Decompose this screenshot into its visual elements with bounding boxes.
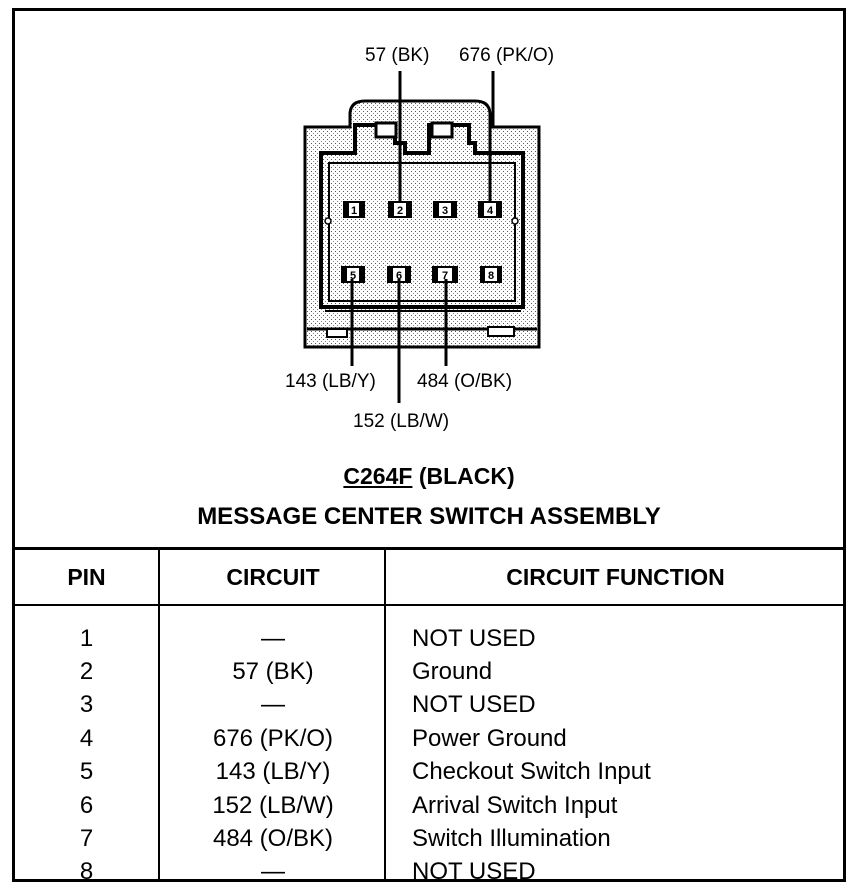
- pin-terminal-4: 4: [478, 201, 502, 218]
- connector-title: C264F (BLACK): [15, 463, 843, 490]
- pin-number: 2: [397, 205, 403, 217]
- wire-label-pin-7: 484 (O/BK): [417, 371, 513, 392]
- pin-terminal-3: 3: [433, 201, 457, 218]
- table-cell-pin: 4: [79, 725, 94, 752]
- table-cell-circuit: 57 (BK): [232, 658, 314, 685]
- pin-number: 6: [396, 270, 402, 282]
- pin-terminal-7: 7: [432, 266, 458, 283]
- pin-number: 7: [442, 270, 448, 282]
- circuit-header: CIRCUIT: [226, 564, 320, 590]
- diagram-frame: 1 2 3 4 5 6 7: [12, 8, 846, 885]
- pin-function-table: PIN 1 2 3 4 5 6 7 8 CIRCUIT — 57 (BK) — …: [15, 547, 845, 885]
- table-cell-pin: 2: [79, 658, 94, 685]
- table-cell-pin: 5: [79, 758, 94, 785]
- table-cell-function: NOT USED: [412, 691, 536, 718]
- table-cell-circuit: —: [261, 691, 285, 718]
- table-cell-function: Switch Illumination: [412, 825, 611, 852]
- table-cell-function: Arrival Switch Input: [412, 792, 618, 819]
- connector-color: (BLACK): [418, 463, 515, 489]
- assembly-name: MESSAGE CENTER SWITCH ASSEMBLY: [197, 503, 661, 530]
- pin-number: 4: [487, 205, 494, 217]
- table-cell-function: NOT USED: [412, 858, 536, 885]
- pin-terminal-8: 8: [480, 266, 502, 283]
- pin-number: 3: [442, 205, 448, 217]
- wire-label-pin-2: 57 (BK): [365, 45, 430, 66]
- leader-line-pin-4: [488, 71, 495, 203]
- wire-label-pin-6: 152 (LB/W): [353, 411, 450, 432]
- pin-terminal-1: 1: [343, 201, 365, 218]
- pin-terminal-6: 6: [387, 266, 411, 283]
- function-column: CIRCUIT FUNCTION NOT USED Ground NOT USE…: [384, 550, 845, 885]
- table-cell-circuit: 676 (PK/O): [212, 725, 334, 752]
- table-cell-function: Ground: [412, 658, 493, 685]
- table-cell-pin: 3: [79, 691, 94, 718]
- table-cell-circuit: 152 (LB/W): [212, 792, 334, 819]
- table-cell-pin: 6: [79, 792, 94, 819]
- table-cell-function: NOT USED: [412, 625, 536, 652]
- connector-code: C264F: [343, 463, 413, 489]
- connector-housing: [303, 99, 541, 349]
- table-cell-pin: 8: [79, 858, 94, 885]
- wire-label-pin-4: 676 (PK/O): [459, 45, 555, 66]
- table-cell-function: Power Ground: [412, 725, 567, 752]
- pin-number: 1: [351, 205, 357, 217]
- table-cell-circuit: 484 (O/BK): [212, 825, 334, 852]
- table-cell-circuit: —: [261, 625, 285, 652]
- pin-number: 8: [488, 270, 494, 282]
- circuit-column: CIRCUIT — 57 (BK) — 676 (PK/O) 143 (LB/Y…: [158, 550, 386, 885]
- pin-terminal-2: 2: [388, 201, 412, 218]
- table-cell-function: Checkout Switch Input: [412, 758, 651, 785]
- pin-header: PIN: [67, 564, 106, 590]
- connector-drawing: 1 2 3 4 5 6 7: [303, 71, 541, 403]
- header-divider: [15, 604, 843, 606]
- pin-terminal-5: 5: [341, 266, 365, 283]
- wire-label-pin-5: 143 (LB/Y): [285, 371, 376, 392]
- table-cell-pin: 1: [79, 625, 94, 652]
- leader-lines: [350, 71, 495, 403]
- table-cell-circuit: —: [261, 858, 285, 885]
- table-cell-circuit: 143 (LB/Y): [215, 758, 331, 785]
- pin-column: PIN 1 2 3 4 5 6 7 8: [15, 550, 158, 885]
- table-cell-pin: 7: [79, 825, 94, 852]
- pin-number: 5: [350, 270, 356, 282]
- function-header: CIRCUIT FUNCTION: [506, 564, 725, 590]
